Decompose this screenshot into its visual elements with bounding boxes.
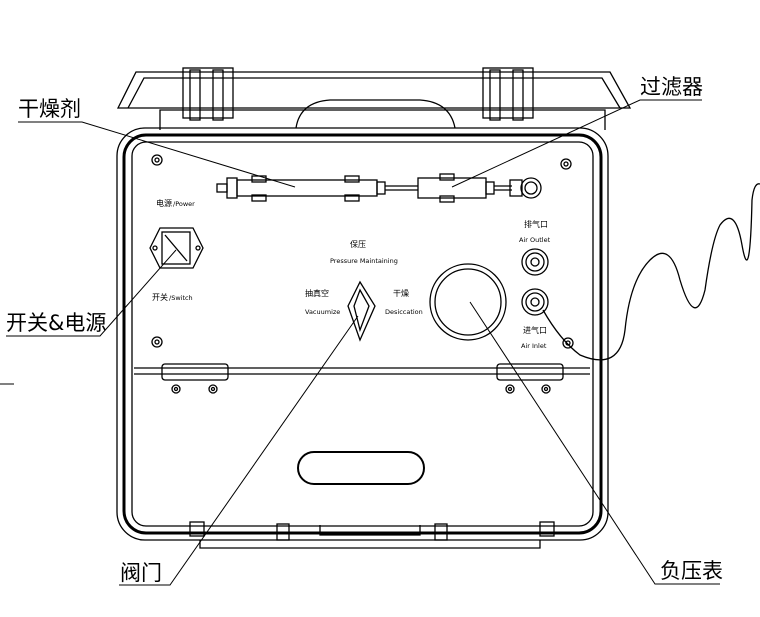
power-switch bbox=[149, 227, 204, 269]
filter-unit bbox=[417, 173, 542, 203]
air-inlet-port bbox=[521, 288, 549, 316]
panel-screws bbox=[151, 154, 574, 349]
case-body bbox=[116, 127, 609, 549]
callout-filter: 过滤器 bbox=[640, 75, 703, 99]
vacuum-gauge bbox=[429, 263, 507, 341]
desiccant-tube bbox=[216, 175, 418, 202]
label-inlet-en: Air Inlet bbox=[521, 342, 547, 350]
label-power-cn: 电源 bbox=[156, 198, 172, 208]
label-inlet-cn: 进气口 bbox=[523, 325, 547, 335]
callout-valve: 阀门 bbox=[120, 561, 162, 585]
label-vacuum-en: Vacuumize bbox=[305, 308, 340, 316]
label-dry-cn: 干燥 bbox=[393, 289, 409, 298]
callout-desiccant: 干燥剂 bbox=[18, 97, 81, 121]
carry-handle bbox=[116, 67, 632, 130]
air-outlet-port bbox=[521, 248, 549, 276]
callout-switch-power: 开关&电源 bbox=[6, 311, 106, 335]
leader-lines bbox=[0, 99, 720, 586]
label-outlet-cn: 排气口 bbox=[524, 219, 548, 229]
label-dry-en: Desiccation bbox=[385, 308, 423, 316]
label-power-en: /Power bbox=[173, 200, 195, 208]
panel-divider bbox=[134, 363, 590, 485]
label-vacuum-cn: 抽真空 bbox=[305, 288, 329, 298]
label-switch-cn: 开关 bbox=[152, 292, 168, 302]
label-outlet-en: Air Outlet bbox=[519, 236, 551, 244]
external-hose bbox=[542, 183, 760, 361]
label-switch-en: /Switch bbox=[169, 294, 193, 302]
label-pressure-en: Pressure Maintaining bbox=[330, 257, 398, 265]
label-pressure-cn: 保压 bbox=[350, 239, 366, 249]
callout-gauge: 负压表 bbox=[660, 559, 723, 583]
valve-knob bbox=[347, 280, 376, 342]
